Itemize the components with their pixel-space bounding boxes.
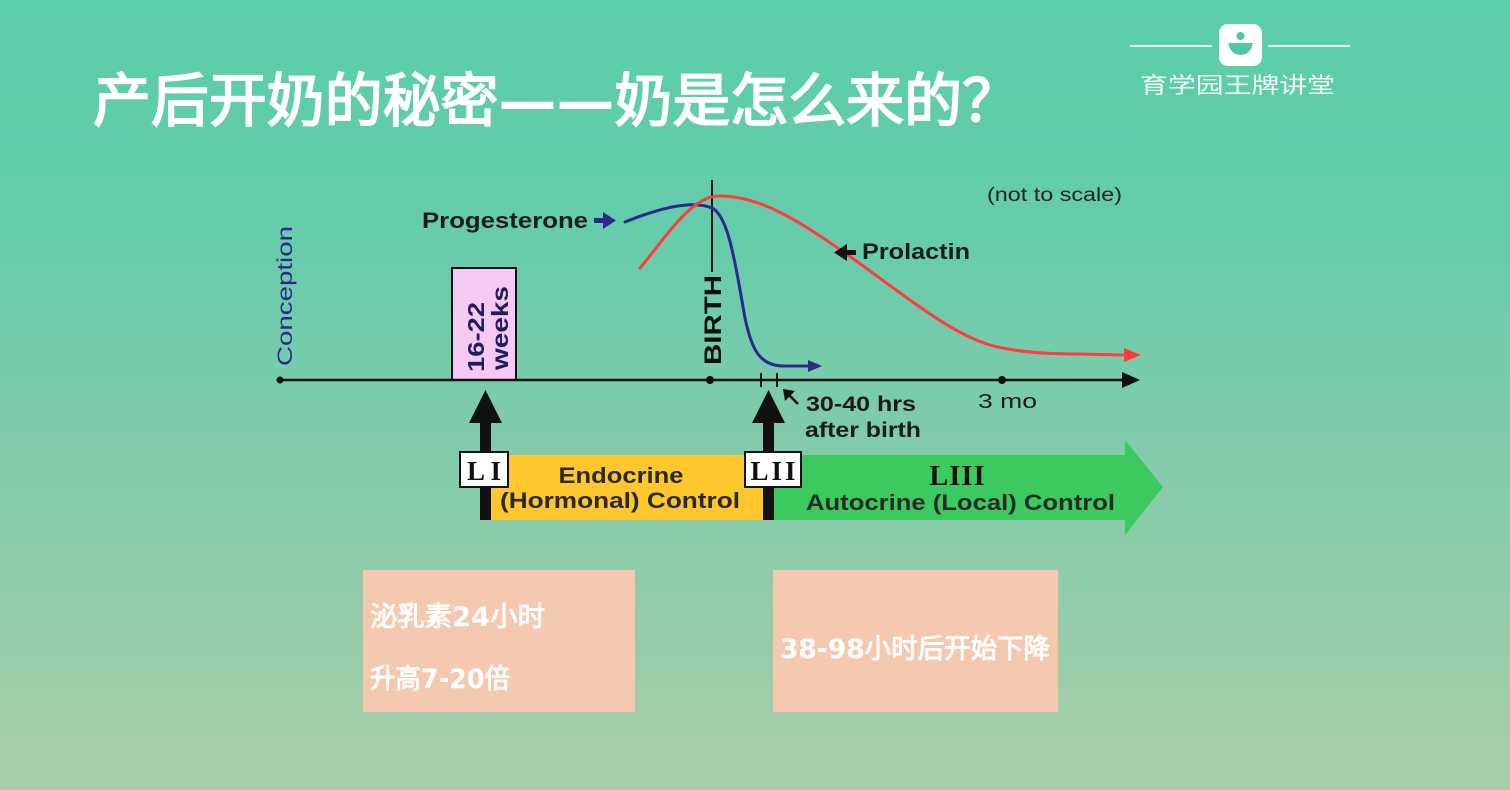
right-arrow-shaft bbox=[594, 218, 606, 223]
stage-2-badge bbox=[744, 451, 802, 488]
brand-logo: 育学园王牌讲堂 bbox=[1130, 24, 1350, 99]
left-arrow-head bbox=[834, 244, 847, 261]
left-arrow-shaft bbox=[844, 250, 856, 255]
note-box-background bbox=[773, 570, 1058, 712]
conception-dot bbox=[276, 376, 284, 384]
stage-1-label: LI bbox=[467, 456, 501, 486]
postpartum-hours-label: 30-40 hrs bbox=[806, 393, 916, 416]
bowl-smile-logo-icon bbox=[1219, 24, 1262, 66]
gestation-window-box bbox=[451, 267, 517, 381]
note-box-prolactin-rise: 泌乳素24小时 升高7-20倍 bbox=[363, 570, 635, 712]
progesterone-curve-arrowhead bbox=[808, 360, 822, 372]
right-arrow-icon bbox=[594, 212, 616, 229]
gestation-weeks-unit-label: weeks bbox=[487, 286, 513, 371]
brand-name: 育学园王牌讲堂 bbox=[1140, 74, 1335, 99]
postpartum-after-birth-label: after birth bbox=[805, 419, 921, 442]
logo-icon-bowl bbox=[1228, 43, 1253, 55]
up-left-arrow-head bbox=[783, 389, 795, 401]
up-left-arrow-icon bbox=[783, 389, 799, 405]
three-month-dot bbox=[998, 376, 1006, 384]
birth-dot bbox=[706, 376, 714, 384]
prolactin-curve bbox=[638, 194, 1126, 357]
birth-label: BIRTH bbox=[700, 275, 727, 365]
left-arrow-icon bbox=[834, 244, 856, 261]
progesterone-curve bbox=[623, 203, 812, 368]
stage-3-label: LIII bbox=[930, 461, 985, 492]
three-month-label: 3 mo bbox=[978, 391, 1037, 413]
note-line: 38-98小时后开始下降 bbox=[780, 633, 1051, 665]
prolactin-label: Prolactin bbox=[862, 239, 970, 264]
note-box-progesterone-drop: 38-98小时后开始下降 bbox=[773, 570, 1058, 712]
stage-1-arrow-head bbox=[469, 390, 502, 423]
stage-2-arrow-head bbox=[752, 390, 785, 423]
stage-1-badge bbox=[459, 451, 509, 488]
autocrine-control-arrow bbox=[772, 440, 1163, 535]
logo-icon-dot bbox=[1236, 32, 1245, 40]
gestation-weeks-range-label: 16-22 bbox=[463, 302, 489, 372]
timeline-arrowhead bbox=[1122, 372, 1140, 388]
endocrine-band-subtitle: (Hormonal) Control bbox=[500, 488, 740, 513]
progesterone-label: Progesterone bbox=[422, 208, 588, 233]
note-line: 升高7-20倍 bbox=[370, 663, 510, 695]
slide-title: 产后开奶的秘密——奶是怎么来的？ bbox=[93, 67, 1020, 135]
autocrine-band-label: Autocrine (Local) Control bbox=[806, 490, 1115, 515]
lactation-timeline-diagram: 16-22 weeks Conception BIRTH 30-40 hrs a… bbox=[274, 180, 1163, 535]
endocrine-band-title: Endocrine bbox=[559, 463, 684, 488]
endocrine-control-band bbox=[484, 455, 768, 520]
not-to-scale-note: (not to scale) bbox=[987, 185, 1122, 206]
prolactin-curve-arrowhead bbox=[1124, 348, 1141, 362]
note-box-background bbox=[363, 570, 635, 712]
stage-2-label: LII bbox=[751, 456, 796, 486]
right-arrow-head bbox=[603, 212, 616, 229]
conception-label: Conception bbox=[274, 226, 297, 366]
note-line: 泌乳素24小时 bbox=[370, 602, 545, 633]
